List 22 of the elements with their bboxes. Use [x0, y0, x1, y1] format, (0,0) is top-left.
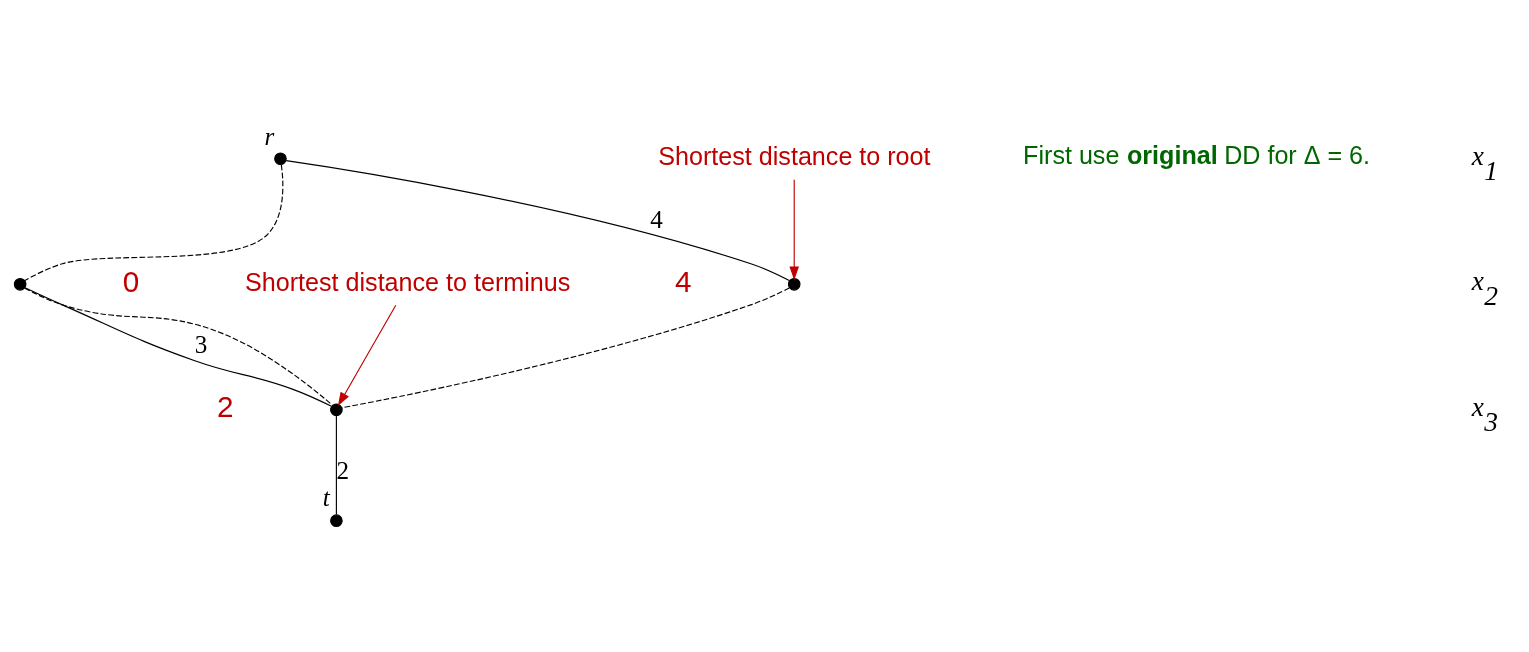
- node-text: Shortest distance to root: [658, 142, 931, 171]
- node-circle: [13, 278, 27, 291]
- arrow: [337, 304, 397, 407]
- connector: [341, 287, 790, 409]
- edge-label: 2: [336, 457, 349, 485]
- node-label: 2: [217, 390, 234, 424]
- edge-label: 3: [194, 331, 208, 359]
- edge-label: 4: [650, 205, 663, 233]
- node-label: 4: [674, 264, 692, 298]
- node-text: Shortest distance to terminus: [245, 267, 571, 296]
- connector: [335, 415, 337, 516]
- node-label: 0: [122, 264, 140, 298]
- connector: [285, 160, 790, 282]
- node-label: r: [264, 122, 275, 150]
- connector: [24, 164, 284, 281]
- arrow: [789, 179, 799, 281]
- node-circle: [330, 403, 343, 417]
- node-label: t: [322, 484, 330, 512]
- node-circle: [787, 278, 801, 291]
- node-text: First use original DD for Δ = 6.: [1023, 140, 1371, 169]
- node-circle: [330, 514, 343, 527]
- node-circle: [274, 152, 287, 166]
